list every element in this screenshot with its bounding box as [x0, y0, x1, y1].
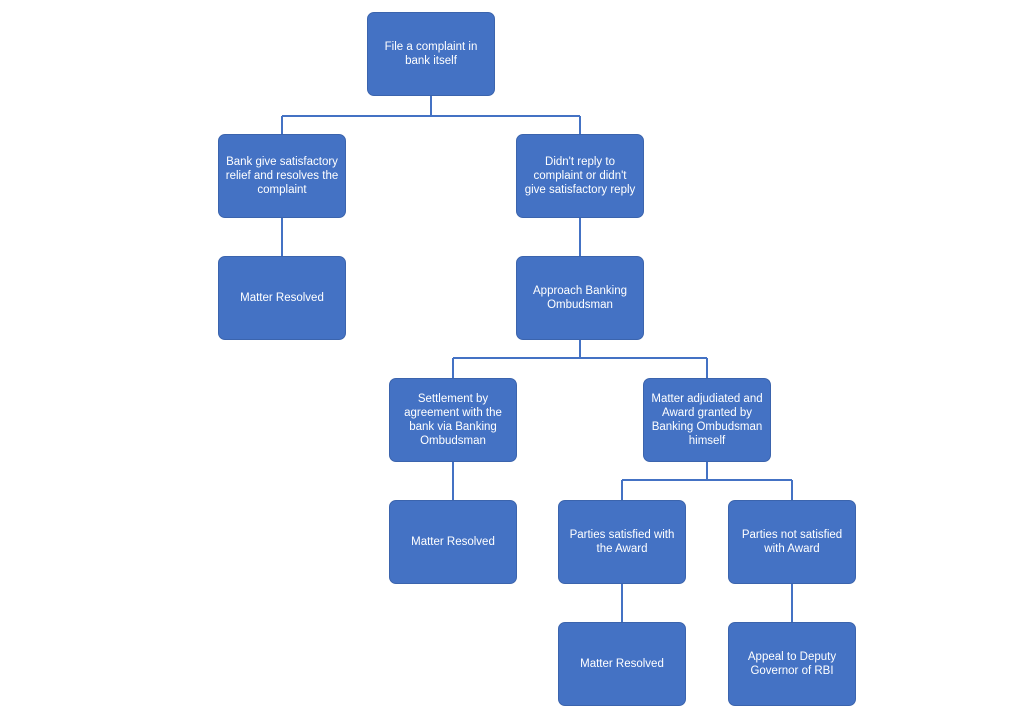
- node-parties-not-satisfied: Parties not satisfied with Award: [728, 500, 856, 584]
- node-adjudicated: Matter adjudiated and Award granted by B…: [643, 378, 771, 462]
- node-parties-not-satisfied-label: Parties not satisfied with Award: [741, 529, 843, 555]
- node-bank-resolves: Bank give satisfactory relief and resolv…: [218, 134, 346, 218]
- node-settlement: Settlement by agreement with the bank vi…: [389, 378, 517, 462]
- node-matter-resolved-1: Matter Resolved: [218, 256, 346, 340]
- node-approach-ombudsman-label: Approach Banking Ombudsman: [533, 285, 627, 311]
- node-settlement-label: Settlement by agreement with the bank vi…: [404, 393, 502, 447]
- node-matter-resolved-1-label: Matter Resolved: [240, 292, 324, 304]
- node-parties-satisfied: Parties satisfied with the Award: [558, 500, 686, 584]
- node-matter-resolved-3: Matter Resolved: [558, 622, 686, 706]
- node-matter-resolved-2: Matter Resolved: [389, 500, 517, 584]
- node-no-reply-label: Didn't reply to complaint or didn't give…: [524, 156, 636, 196]
- node-parties-satisfied-label: Parties satisfied with the Award: [569, 529, 675, 555]
- node-matter-resolved-3-label: Matter Resolved: [580, 658, 664, 670]
- node-appeal-deputy-governor-label: Appeal to Deputy Governor of RBI: [747, 651, 837, 677]
- node-matter-resolved-2-label: Matter Resolved: [411, 536, 495, 548]
- node-no-reply: Didn't reply to complaint or didn't give…: [516, 134, 644, 218]
- node-appeal-deputy-governor: Appeal to Deputy Governor of RBI: [728, 622, 856, 706]
- node-adjudicated-label: Matter adjudiated and Award granted by B…: [651, 393, 763, 447]
- node-approach-ombudsman: Approach Banking Ombudsman: [516, 256, 644, 340]
- node-file-complaint-label: File a complaint in bank itself: [384, 41, 478, 67]
- node-file-complaint: File a complaint in bank itself: [367, 12, 495, 96]
- node-bank-resolves-label: Bank give satisfactory relief and resolv…: [225, 156, 339, 196]
